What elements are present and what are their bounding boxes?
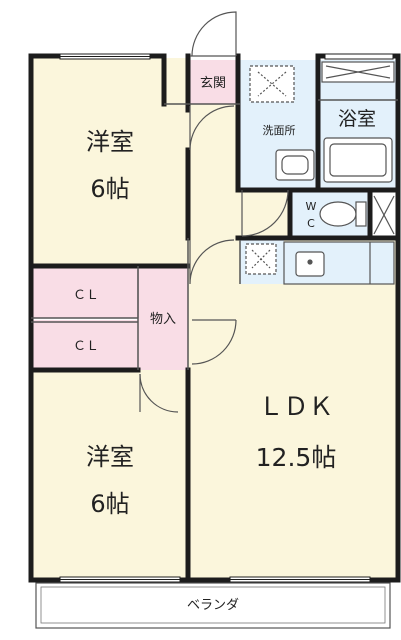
washroom-fixtures <box>245 65 315 275</box>
western-room-bottom-name: 洋室 <box>86 443 134 471</box>
ldk-size: 12.5帖 <box>256 443 337 472</box>
western-room-bottom-size: 6帖 <box>90 490 129 518</box>
closet-1-label: ＣＬ <box>73 288 99 303</box>
washroom-label: 洗面所 <box>263 124 296 137</box>
bathroom-fixtures <box>321 61 395 183</box>
western-room-top-size: 6帖 <box>90 175 129 203</box>
balcony: ベランダ <box>35 582 391 629</box>
toilet-label-line2: C <box>307 217 315 230</box>
walls <box>28 53 401 583</box>
closet-2-label: ＣＬ <box>73 339 99 354</box>
storage-label: 物入 <box>150 312 176 327</box>
entrance-label: 玄関 <box>200 76 226 91</box>
western-room-top-name: 洋室 <box>86 128 134 156</box>
doors <box>137 11 289 413</box>
bathroom-label: 浴室 <box>338 108 376 130</box>
toilet-fixture <box>319 195 395 235</box>
windows <box>59 53 394 583</box>
toilet-label-line1: W <box>306 200 317 213</box>
ldk-name: ＬＤＫ <box>258 392 333 421</box>
kitchen-counter <box>283 241 395 285</box>
balcony-label: ベランダ <box>187 598 239 613</box>
